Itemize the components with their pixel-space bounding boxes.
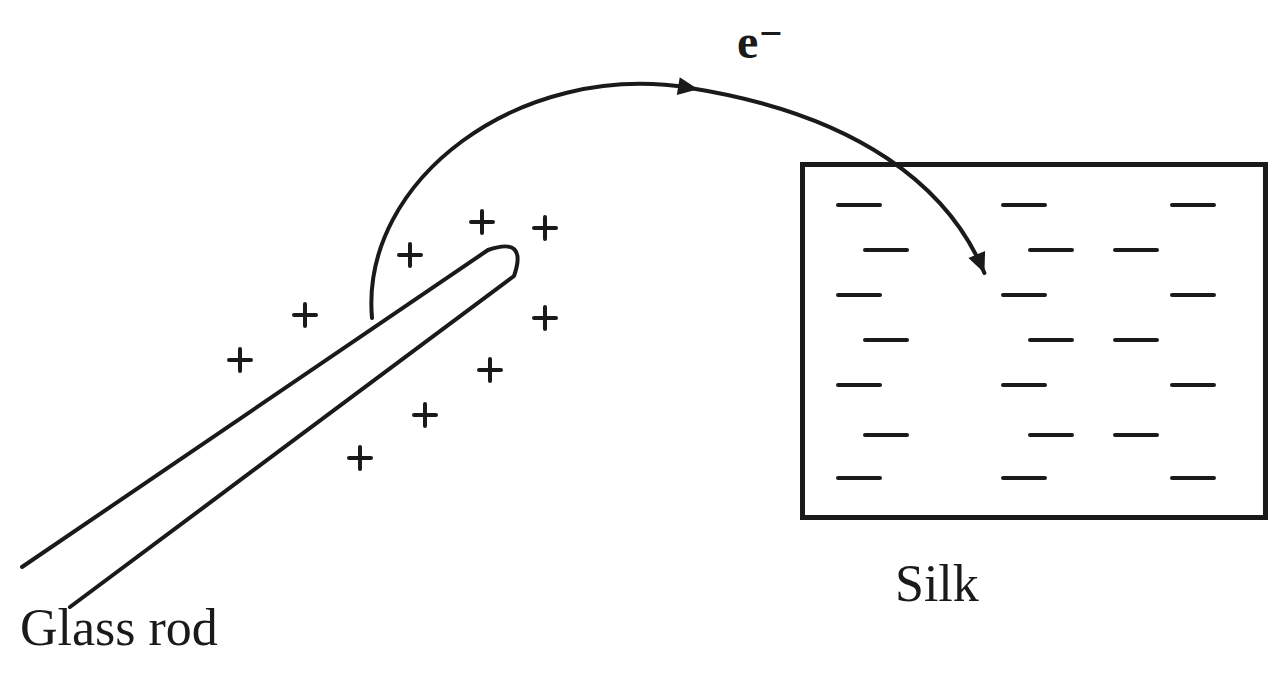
glass-rod-region: Glass rod <box>0 200 560 685</box>
negative-charges <box>838 205 1214 478</box>
silk-outline <box>800 162 1268 520</box>
electron-label: e⁻ <box>735 18 786 66</box>
object-label: Glass rod <box>20 598 218 657</box>
direction-arrowhead <box>677 77 698 95</box>
positive-charges <box>229 211 556 469</box>
silk-cloth: Silk <box>800 162 1268 632</box>
glass-rod <box>22 246 518 607</box>
object-label: Silk <box>895 554 979 613</box>
electron-path <box>371 84 984 318</box>
arrowhead <box>968 251 985 273</box>
